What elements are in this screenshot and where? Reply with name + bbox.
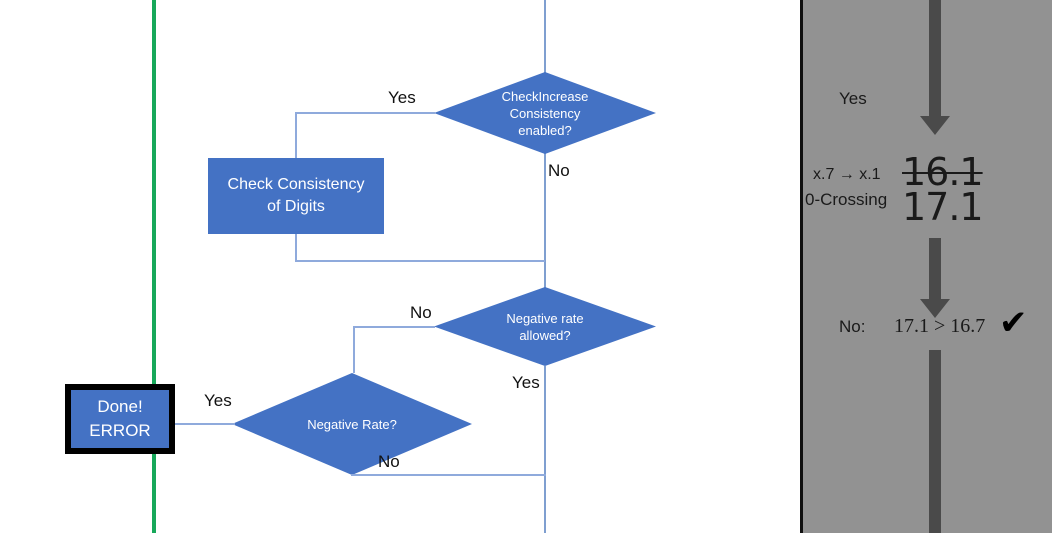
terminal-done-error[interactable]: Done! ERROR xyxy=(65,384,175,454)
spine-lower-segment xyxy=(544,366,546,533)
annotation-rule-line-2: 0-Crossing xyxy=(805,190,888,209)
decision-negative-rate-allowed[interactable]: Negative rate allowed? xyxy=(434,287,656,366)
terminal-line-2: ERROR xyxy=(89,421,151,440)
annotation-arrow-1 xyxy=(920,0,950,135)
edge-label-checkincrease-no: No xyxy=(548,161,570,180)
annotation-line-bottom xyxy=(929,350,941,533)
arrow-shaft xyxy=(929,0,941,116)
edge-checkincrease-yes-horizontal xyxy=(295,112,435,114)
spine-top-segment xyxy=(544,0,546,90)
arrow-shaft xyxy=(929,350,941,533)
spine-mid-segment xyxy=(544,152,546,304)
process-line-2: of Digits xyxy=(267,198,325,215)
diamond-shape-negative-rate-allowed xyxy=(434,287,656,366)
edge-label-negrate-no: No xyxy=(378,452,400,471)
annotation-comparison: 17.1 > 16.7 xyxy=(894,315,986,337)
annotation-arrow-2 xyxy=(920,238,950,318)
edge-negrate-yes-horizontal xyxy=(173,423,235,425)
edge-label-negrate-allowed-yes: Yes xyxy=(512,373,540,392)
annotation-rule-line-1: x.7 → x.1 xyxy=(813,166,881,183)
diamond-shape-negative-rate xyxy=(232,373,472,475)
edge-negrate-allowed-no-vertical xyxy=(353,326,355,373)
decision-check-increase-consistency[interactable]: CheckIncrease Consistency enabled? xyxy=(434,72,656,154)
arrow-head xyxy=(920,116,950,135)
annotation-value-result: 17.1 xyxy=(902,185,984,229)
edge-label-checkincrease-yes: Yes xyxy=(388,88,416,107)
annotation-yes-label: Yes xyxy=(839,89,867,108)
diamond-shape-check-increase xyxy=(434,72,656,154)
arrow-head xyxy=(920,299,950,318)
edge-negrate-no-horizontal xyxy=(351,474,546,476)
decision-negative-rate[interactable]: Negative Rate? xyxy=(232,373,472,475)
check-mark-icon: ✔ xyxy=(999,304,1028,342)
edge-label-negrate-allowed-no: No xyxy=(410,303,432,322)
green-divider-line xyxy=(152,0,156,533)
edge-checkconsistency-return-horizontal xyxy=(295,260,545,262)
process-line-1: Check Consistency xyxy=(227,176,365,193)
annotation-panel: Yes x.7 → x.1 0-Crossing 16.1 17.1 No: 1… xyxy=(800,0,1052,533)
annotation-no-label: No: xyxy=(839,317,866,336)
edge-label-negrate-yes: Yes xyxy=(204,391,232,410)
annotation-value-struck: 16.1 xyxy=(902,150,984,194)
arrow-shaft xyxy=(929,238,941,299)
edge-negrate-allowed-no-horizontal xyxy=(353,326,435,328)
terminal-line-1: Done! xyxy=(97,397,143,416)
process-check-consistency-of-digits[interactable]: Check Consistency of Digits xyxy=(208,158,384,234)
